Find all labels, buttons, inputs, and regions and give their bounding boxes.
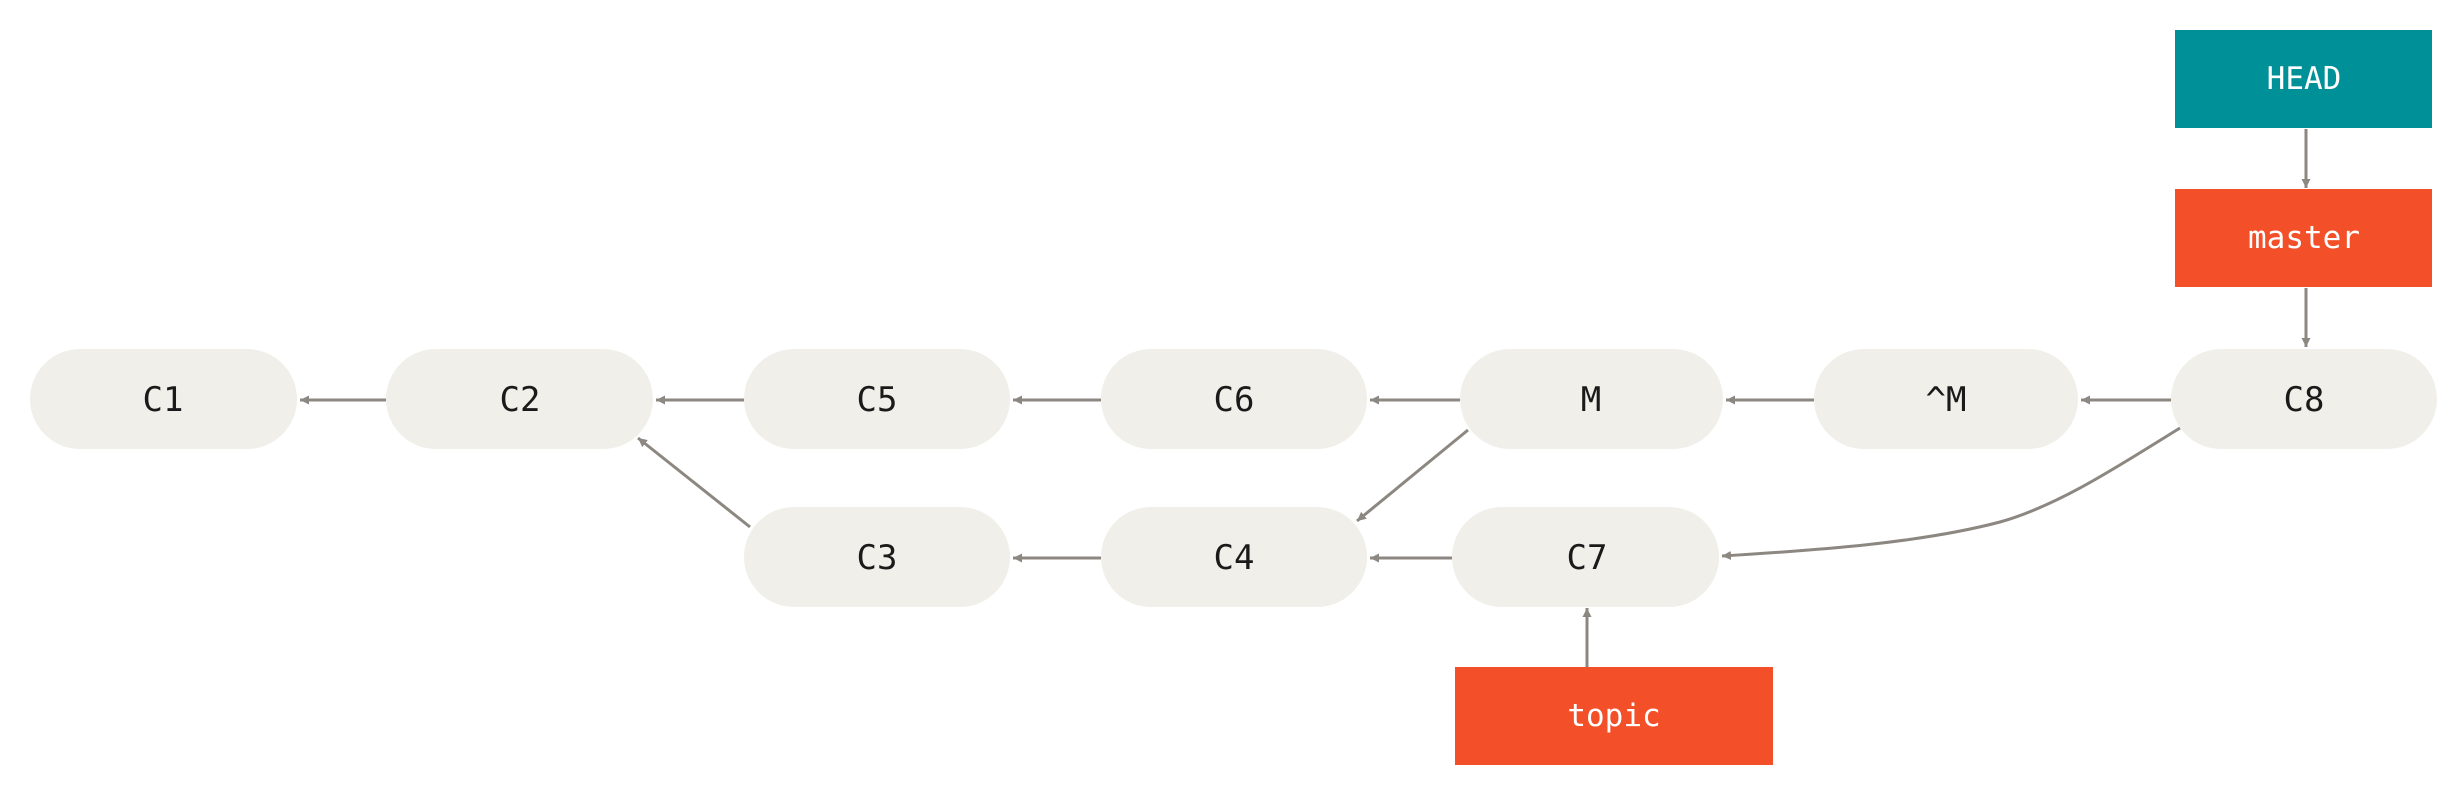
commit-label: C1 [143,380,184,420]
ref-label: master [2248,220,2360,256]
commit-c8: C8 [2171,349,2437,449]
commit-c7: C7 [1452,507,1719,607]
commit-c3: C3 [744,507,1010,607]
ref-branch-master: master [2175,189,2432,287]
commit-label: C6 [1214,380,1255,420]
ref-head: HEAD [2175,30,2432,128]
commit-c6: C6 [1101,349,1367,449]
commit-c5: C5 [744,349,1010,449]
commit-revert-m: ^M [1814,349,2078,449]
commit-label: C5 [857,380,898,420]
commit-label: C2 [500,380,541,420]
edge-m-to-c4 [1356,428,1469,523]
ref-branch-topic: topic [1455,667,1773,765]
commit-label: C3 [857,538,898,578]
commit-label: M [1581,380,1601,420]
edge-c8-to-c7 [1721,426,2181,560]
edge-c3-to-c2 [637,436,751,529]
commit-label: C4 [1214,538,1255,578]
commit-m: M [1460,349,1723,449]
commit-c4: C4 [1101,507,1367,607]
commit-label: ^M [1926,380,1967,420]
commit-c2: C2 [386,349,653,449]
commit-label: C7 [1567,538,1608,578]
commit-c1: C1 [30,349,297,449]
edges [300,129,2311,667]
commit-label: C8 [2284,380,2325,420]
ref-label: HEAD [2267,61,2342,97]
ref-label: topic [1567,698,1660,734]
